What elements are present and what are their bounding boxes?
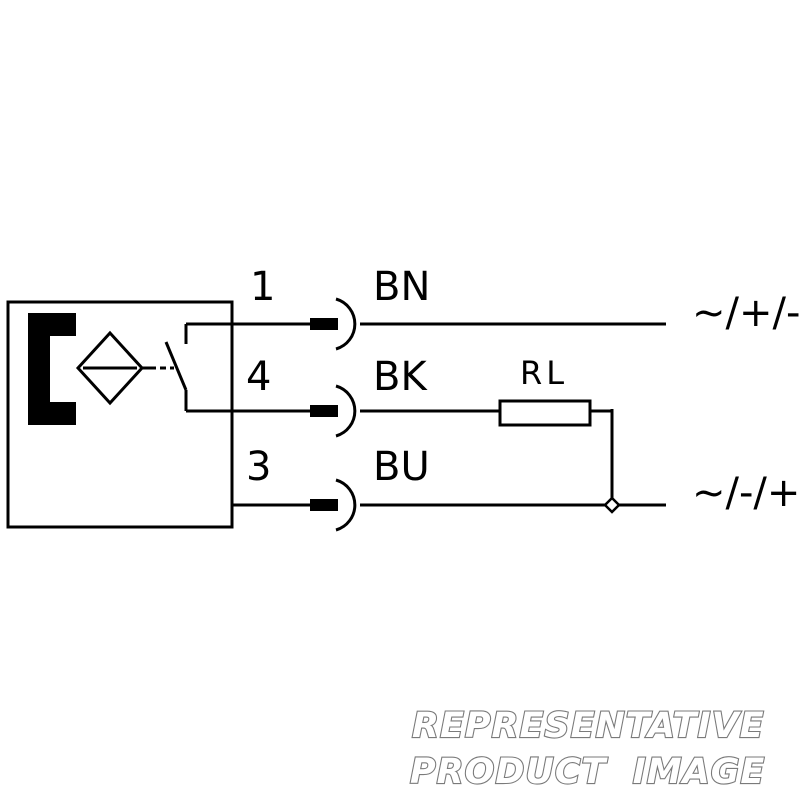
watermark-line-1: REPRESENTATIVE — [412, 706, 765, 746]
junction-node — [603, 496, 621, 514]
pin-number-3: 3 — [246, 444, 271, 490]
wire-bn — [186, 297, 666, 351]
pin-number-4: 4 — [246, 354, 271, 400]
sensor-housing — [6, 300, 234, 529]
connector-socket-3 — [335, 478, 357, 532]
wire-label-bu: BU — [373, 444, 430, 490]
switch-icon — [160, 324, 188, 411]
watermark-line-2: PRODUCT IMAGE — [410, 752, 765, 792]
wire-bu — [232, 478, 666, 532]
wire-bk — [186, 384, 614, 499]
connector-pin-3 — [310, 499, 338, 511]
load-label: RL — [520, 354, 568, 392]
wire-label-bk: BK — [373, 354, 428, 400]
load-resistor — [498, 399, 592, 427]
pin-number-1: 1 — [250, 264, 275, 310]
connector-pin-1 — [310, 318, 338, 330]
connector-pin-4 — [310, 405, 338, 417]
oscillator-icon — [75, 330, 156, 406]
supply-positive-label: ~/+/- — [692, 290, 800, 336]
sensing-face-icon — [28, 313, 76, 425]
connector-socket-1 — [335, 297, 357, 351]
connector-socket-4 — [335, 384, 357, 438]
wire-label-bn: BN — [373, 264, 430, 310]
supply-negative-label: ~/-/+ — [692, 470, 800, 516]
